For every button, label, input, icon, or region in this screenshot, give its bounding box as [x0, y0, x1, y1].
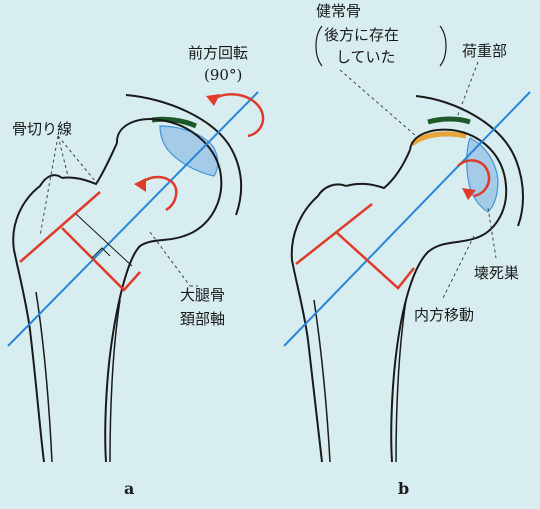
- healthy-bone-label-line3: していた: [336, 48, 396, 66]
- leader-weight-bearing-b: [455, 61, 479, 121]
- femur-lateral-b: [290, 183, 347, 463]
- leader-healthy-bone-b: [339, 69, 417, 137]
- shaft-cortex-lateral-a: [35, 291, 53, 463]
- acetabulum-b: [415, 95, 524, 227]
- neck-axis-label-line1: 大腿骨: [180, 286, 225, 304]
- rotation-arrowhead-upper-a: [206, 94, 220, 106]
- femur-neck-top-b: [345, 149, 411, 190]
- panel-a-label: a: [124, 479, 134, 498]
- weight-bearing-bar-b: [427, 116, 471, 125]
- rotation-label-line2: (90°): [204, 66, 242, 84]
- shaft-cortex-medial-b: [395, 299, 407, 463]
- rotation-arrowhead-b: [462, 188, 476, 200]
- osteotomy-line-a: [19, 191, 141, 292]
- leader-neck-axis-a: [149, 231, 198, 287]
- femur-neck-top-a: [61, 142, 118, 186]
- rotation-arrowhead-lower-a: [134, 178, 146, 192]
- shaft-cortex-lateral-b: [313, 299, 331, 463]
- panel-b-label: b: [398, 479, 409, 498]
- necrosis-label: 壊死巣: [474, 264, 519, 282]
- osteotomy-label: 骨切り線: [12, 120, 72, 138]
- acetabulum-a: [125, 94, 243, 216]
- rotation-arrow-upper-a: [211, 92, 265, 138]
- panel-a: 骨切り線 前方回転 (90°) 大腿骨 頚部軸 a: [7, 44, 265, 498]
- healthy-bone-label-line1: 健常骨: [316, 2, 361, 20]
- leader-osteotomy-a: [39, 135, 97, 237]
- femur-outline-b: [390, 128, 508, 463]
- necrosis-wedge-b: [466, 137, 499, 213]
- femur-outline-a: [104, 118, 223, 463]
- healthy-bone-bracket: [315, 25, 447, 67]
- rotation-arrow-lower-a: [138, 175, 178, 212]
- leader-necrosis-b: [487, 207, 497, 259]
- perpendicular-guide-a: [75, 213, 133, 267]
- healthy-bone-bar-b: [410, 131, 467, 147]
- rotation-arrow-b: [457, 159, 491, 198]
- osteotomy-line-b: [295, 203, 415, 290]
- neck-axis-a: [7, 91, 259, 347]
- medial-shift-label: 内方移動: [414, 306, 474, 324]
- panel-b: 健常骨 後方に存在 していた 荷重部 壊死巣 内方移動 b: [283, 2, 531, 498]
- weight-bearing-label: 荷重部: [462, 42, 507, 60]
- shaft-cortex-medial-a: [109, 299, 121, 463]
- healthy-bone-label-line2: 後方に存在: [324, 26, 399, 44]
- necrosis-wedge-a: [159, 125, 219, 177]
- femur-lateral-a: [12, 174, 63, 463]
- neck-axis-label-line2: 頚部軸: [180, 310, 225, 328]
- neck-axis-b: [283, 91, 531, 347]
- rotation-label-line1: 前方回転: [188, 44, 248, 62]
- leader-medial-shift-b: [441, 235, 475, 301]
